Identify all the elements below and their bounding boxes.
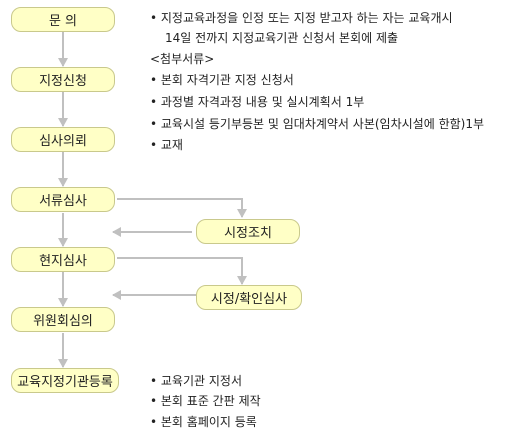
node-correction: 시정조치 [196,219,300,244]
note-top-line1: • 지정교육과정을 인정 또는 지정 받고자 하는 자는 교육개시 [150,11,453,25]
arrow-docreview-correction [117,198,247,218]
note-bottom-item-1: • 교육기관 지정서 [150,374,242,388]
node-committee: 위원회심의 [11,307,115,332]
node-doc-review: 서류심사 [11,187,115,212]
node-apply: 지정신청 [11,67,115,92]
note-top-line2: 14일 전까지 지정교육기관 신청서 본회에 제출 [165,31,399,45]
note-attach-item-4: • 교재 [150,138,183,152]
node-register: 교육지정기관등록 [11,368,119,393]
note-attach-title: <첨부서류> [150,52,215,66]
note-bottom-item-3: • 본회 홈페이지 등록 [150,415,257,429]
note-attach-item-2: • 과정별 자격과정 내용 및 실시계획서 1부 [150,95,365,109]
node-inquiry: 문 의 [11,7,115,32]
node-site-review: 현지심사 [11,247,115,272]
note-bottom-item-2: • 본회 표준 간판 제작 [150,394,261,408]
note-attach-item-3: • 교육시설 등기부등본 및 임대차계약서 사본(임차시설에 한함)1부 [150,117,485,131]
node-request-review: 심사의뢰 [11,127,115,152]
note-attach-item-1: • 본회 자격기관 지정 신청서 [150,73,294,87]
arrow-sitereview-confirm [117,257,247,285]
node-confirm-review: 시정/확인심사 [196,285,302,310]
